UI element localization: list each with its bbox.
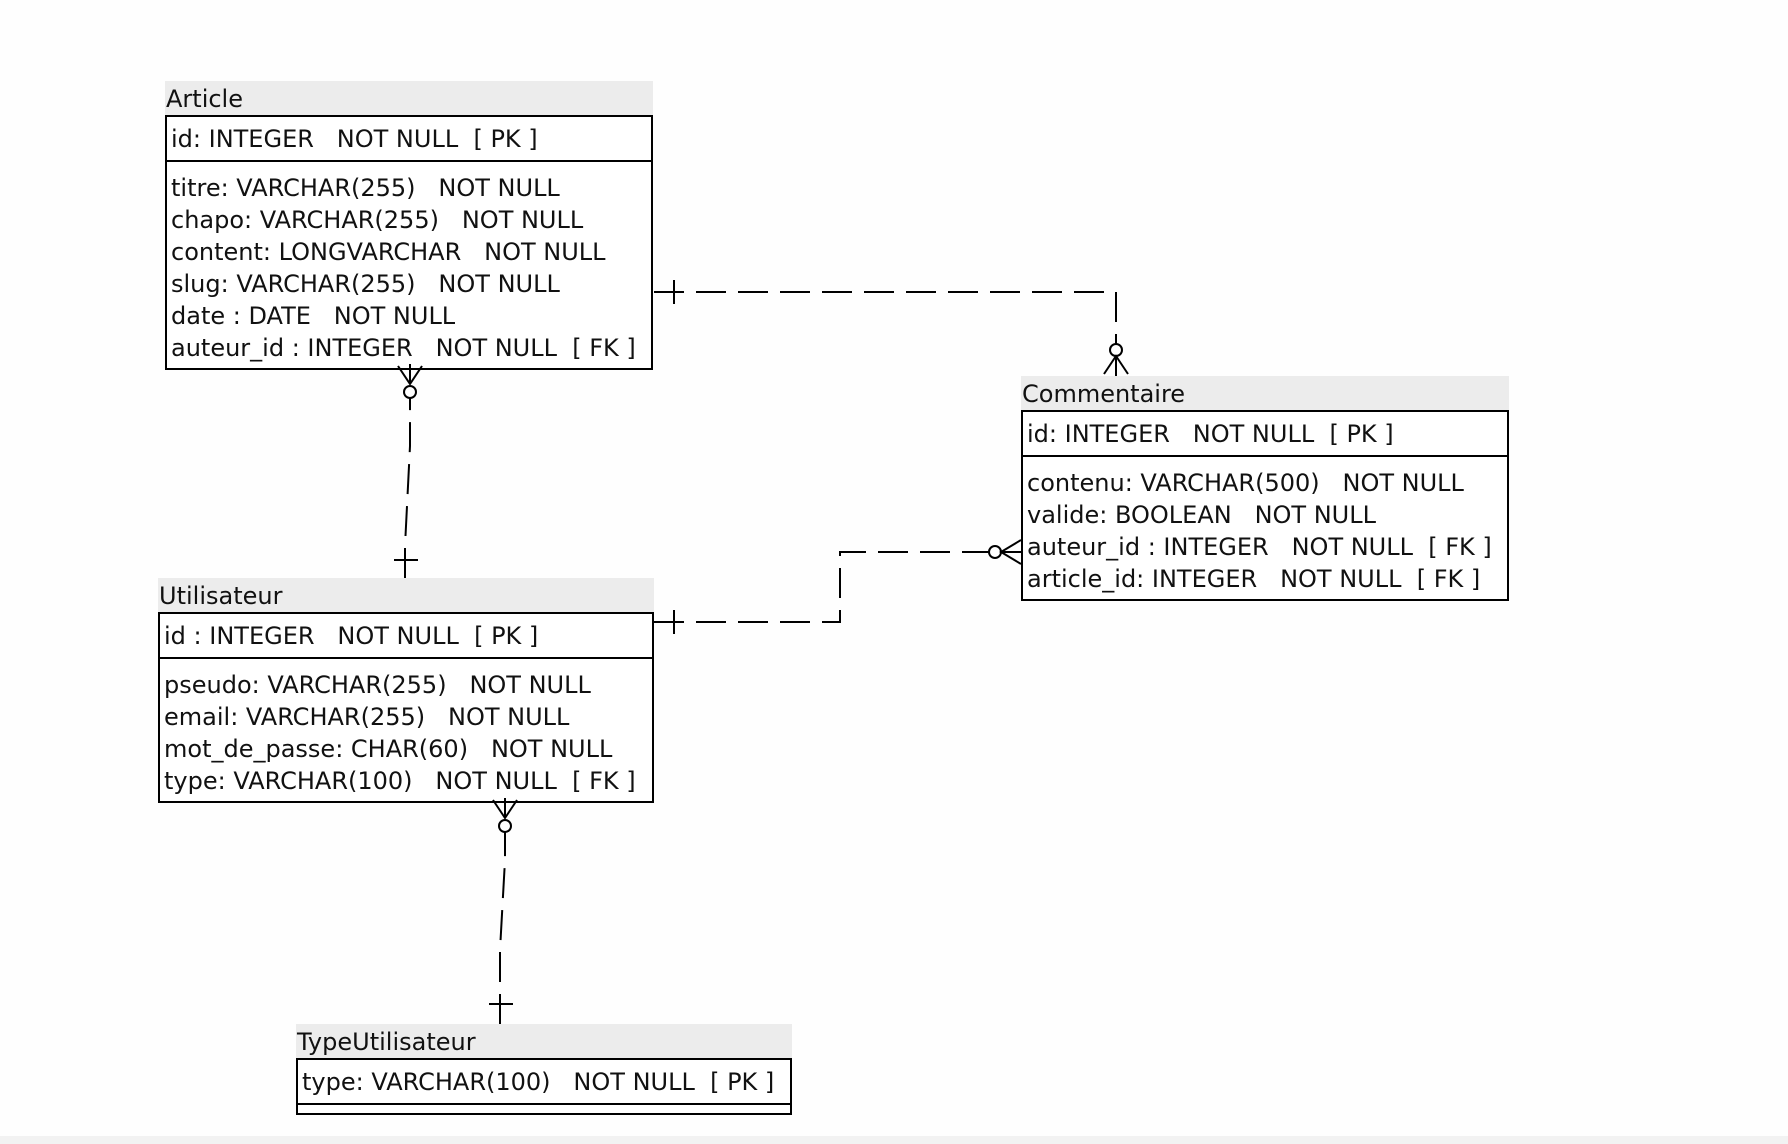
primary-key-section: id : INTEGER NOT NULL [ PK ] bbox=[160, 614, 652, 659]
attribute-section bbox=[298, 1105, 790, 1113]
attribute-row: content: LONGVARCHAR NOT NULL bbox=[171, 238, 606, 266]
attribute-section: pseudo: VARCHAR(255) NOT NULL email: VAR… bbox=[160, 659, 652, 801]
crows-foot-marker bbox=[999, 539, 1022, 565]
relationship-line bbox=[654, 291, 1117, 358]
attribute-row: mot_de_passe: CHAR(60) NOT NULL bbox=[164, 735, 613, 763]
relationship-article-commentaire[interactable] bbox=[654, 280, 1129, 376]
attribute-row: auteur_id : INTEGER NOT NULL [ FK ] bbox=[1027, 533, 1492, 561]
entity-article[interactable]: Article id: INTEGER NOT NULL [ PK ] titr… bbox=[165, 81, 653, 370]
relationship-utilisateur-article[interactable] bbox=[394, 364, 423, 578]
attribute-row: article_id: INTEGER NOT NULL [ FK ] bbox=[1027, 565, 1481, 593]
crows-foot-marker bbox=[1103, 354, 1129, 375]
relationship-line bbox=[404, 388, 411, 578]
entity-title: Article bbox=[165, 81, 653, 115]
attribute-row: titre: VARCHAR(255) NOT NULL bbox=[171, 174, 560, 202]
relationship-typeutilisateur-utilisateur[interactable] bbox=[489, 798, 518, 1024]
cardinality-zero-marker bbox=[988, 545, 1002, 559]
cardinality-zero-marker bbox=[1109, 343, 1123, 357]
relationship-line bbox=[499, 832, 506, 1024]
entity-body: type: VARCHAR(100) NOT NULL [ PK ] bbox=[296, 1058, 792, 1115]
entity-typeutilisateur[interactable]: TypeUtilisateur type: VARCHAR(100) NOT N… bbox=[296, 1024, 792, 1115]
entity-body: id: INTEGER NOT NULL [ PK ] contenu: VAR… bbox=[1021, 410, 1509, 601]
attribute-section: titre: VARCHAR(255) NOT NULL chapo: VARC… bbox=[167, 162, 651, 368]
attribute-row: contenu: VARCHAR(500) NOT NULL bbox=[1027, 469, 1464, 497]
relationship-line bbox=[654, 551, 990, 623]
entity-utilisateur[interactable]: Utilisateur id : INTEGER NOT NULL [ PK ]… bbox=[158, 578, 654, 803]
cardinality-zero-marker bbox=[403, 385, 417, 399]
bottom-band bbox=[0, 1136, 1788, 1144]
attribute-row: type: VARCHAR(100) NOT NULL [ FK ] bbox=[164, 767, 636, 795]
cardinality-zero-marker bbox=[498, 819, 512, 833]
attribute-row: valide: BOOLEAN NOT NULL bbox=[1027, 501, 1376, 529]
entity-title: Utilisateur bbox=[158, 578, 654, 612]
primary-key-section: type: VARCHAR(100) NOT NULL [ PK ] bbox=[298, 1060, 790, 1105]
attribute-section: contenu: VARCHAR(500) NOT NULL valide: B… bbox=[1023, 457, 1507, 599]
entity-body: id : INTEGER NOT NULL [ PK ] pseudo: VAR… bbox=[158, 612, 654, 803]
primary-key-attribute: id : INTEGER NOT NULL [ PK ] bbox=[164, 622, 539, 650]
attribute-row: slug: VARCHAR(255) NOT NULL bbox=[171, 270, 560, 298]
entity-title: TypeUtilisateur bbox=[296, 1024, 792, 1058]
primary-key-attribute: id: INTEGER NOT NULL [ PK ] bbox=[1027, 420, 1394, 448]
entity-commentaire[interactable]: Commentaire id: INTEGER NOT NULL [ PK ] … bbox=[1021, 376, 1509, 601]
attribute-row: chapo: VARCHAR(255) NOT NULL bbox=[171, 206, 584, 234]
entity-title: Commentaire bbox=[1021, 376, 1509, 410]
entity-body: id: INTEGER NOT NULL [ PK ] titre: VARCH… bbox=[165, 115, 653, 370]
attribute-row: auteur_id : INTEGER NOT NULL [ FK ] bbox=[171, 334, 636, 362]
primary-key-section: id: INTEGER NOT NULL [ PK ] bbox=[1023, 412, 1507, 457]
attribute-row: email: VARCHAR(255) NOT NULL bbox=[164, 703, 570, 731]
primary-key-attribute: type: VARCHAR(100) NOT NULL [ PK ] bbox=[302, 1068, 775, 1096]
attribute-row: pseudo: VARCHAR(255) NOT NULL bbox=[164, 671, 591, 699]
primary-key-section: id: INTEGER NOT NULL [ PK ] bbox=[167, 117, 651, 162]
attribute-row: date : DATE NOT NULL bbox=[171, 302, 456, 330]
relationship-utilisateur-commentaire[interactable] bbox=[654, 539, 1022, 634]
primary-key-attribute: id: INTEGER NOT NULL [ PK ] bbox=[171, 125, 538, 153]
